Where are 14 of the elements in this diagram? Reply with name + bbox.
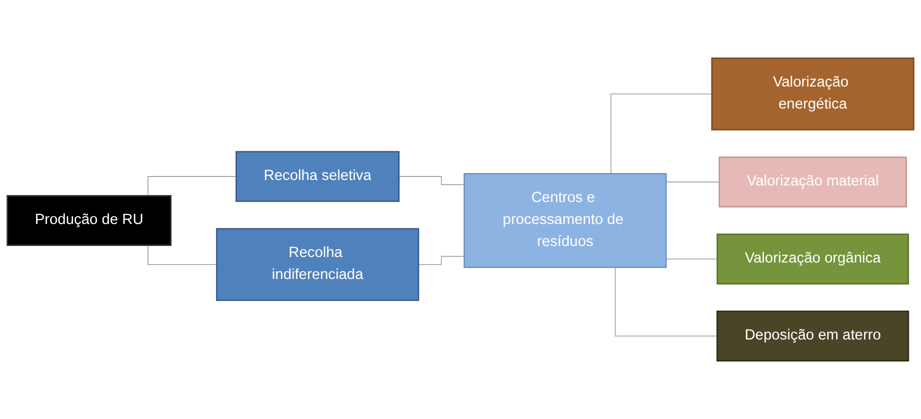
connector bbox=[398, 176, 465, 186]
node-box: Valorização energética bbox=[711, 58, 914, 130]
node-box: Recolha indiferenciada bbox=[216, 228, 420, 301]
node-box: Valorização orgânica bbox=[716, 234, 909, 284]
node-box: Deposição em aterro bbox=[716, 310, 910, 362]
connector bbox=[148, 176, 237, 196]
connector bbox=[148, 244, 218, 265]
node-box: Valorização material bbox=[718, 156, 907, 208]
connector bbox=[614, 266, 718, 337]
node-box: Centros e processamento de resíduos bbox=[464, 173, 667, 268]
node-box: Recolha seletiva bbox=[236, 151, 400, 202]
node-box: Produção de RU bbox=[6, 195, 172, 246]
connector bbox=[418, 256, 465, 265]
connector bbox=[610, 94, 712, 174]
